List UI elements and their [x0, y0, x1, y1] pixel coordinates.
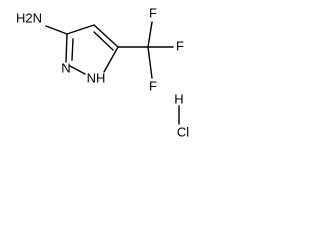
bond-cf3-f-top [147, 21, 153, 48]
structure-diagram: H2N N NH F F F H Cl [16, 5, 189, 139]
atom-fluorine-right: F [176, 38, 184, 53]
bond-cf3-f-bottom [147, 46, 153, 79]
bond-c5-n1 [103, 46, 119, 73]
atom-fluorine-bottom: F [149, 78, 157, 93]
bond-n1-n2 [69, 65, 86, 75]
atom-amine: H2N [16, 10, 42, 25]
bond-c4-c5-inner [93, 31, 114, 51]
bond-n2-c3 [65, 33, 68, 63]
atom-chlorine: Cl [177, 124, 189, 139]
atom-ring-nh: NH [87, 70, 106, 85]
bond-n2-c3-inner [71, 38, 74, 61]
bond-c4-c5 [93, 24, 119, 48]
atom-ring-n: N [61, 60, 70, 75]
bond-c3-nh2 [45, 25, 68, 35]
bond-c3-c4 [66, 24, 95, 35]
atom-fluorine-top: F [149, 5, 157, 20]
atom-hydrogen: H [174, 91, 183, 106]
